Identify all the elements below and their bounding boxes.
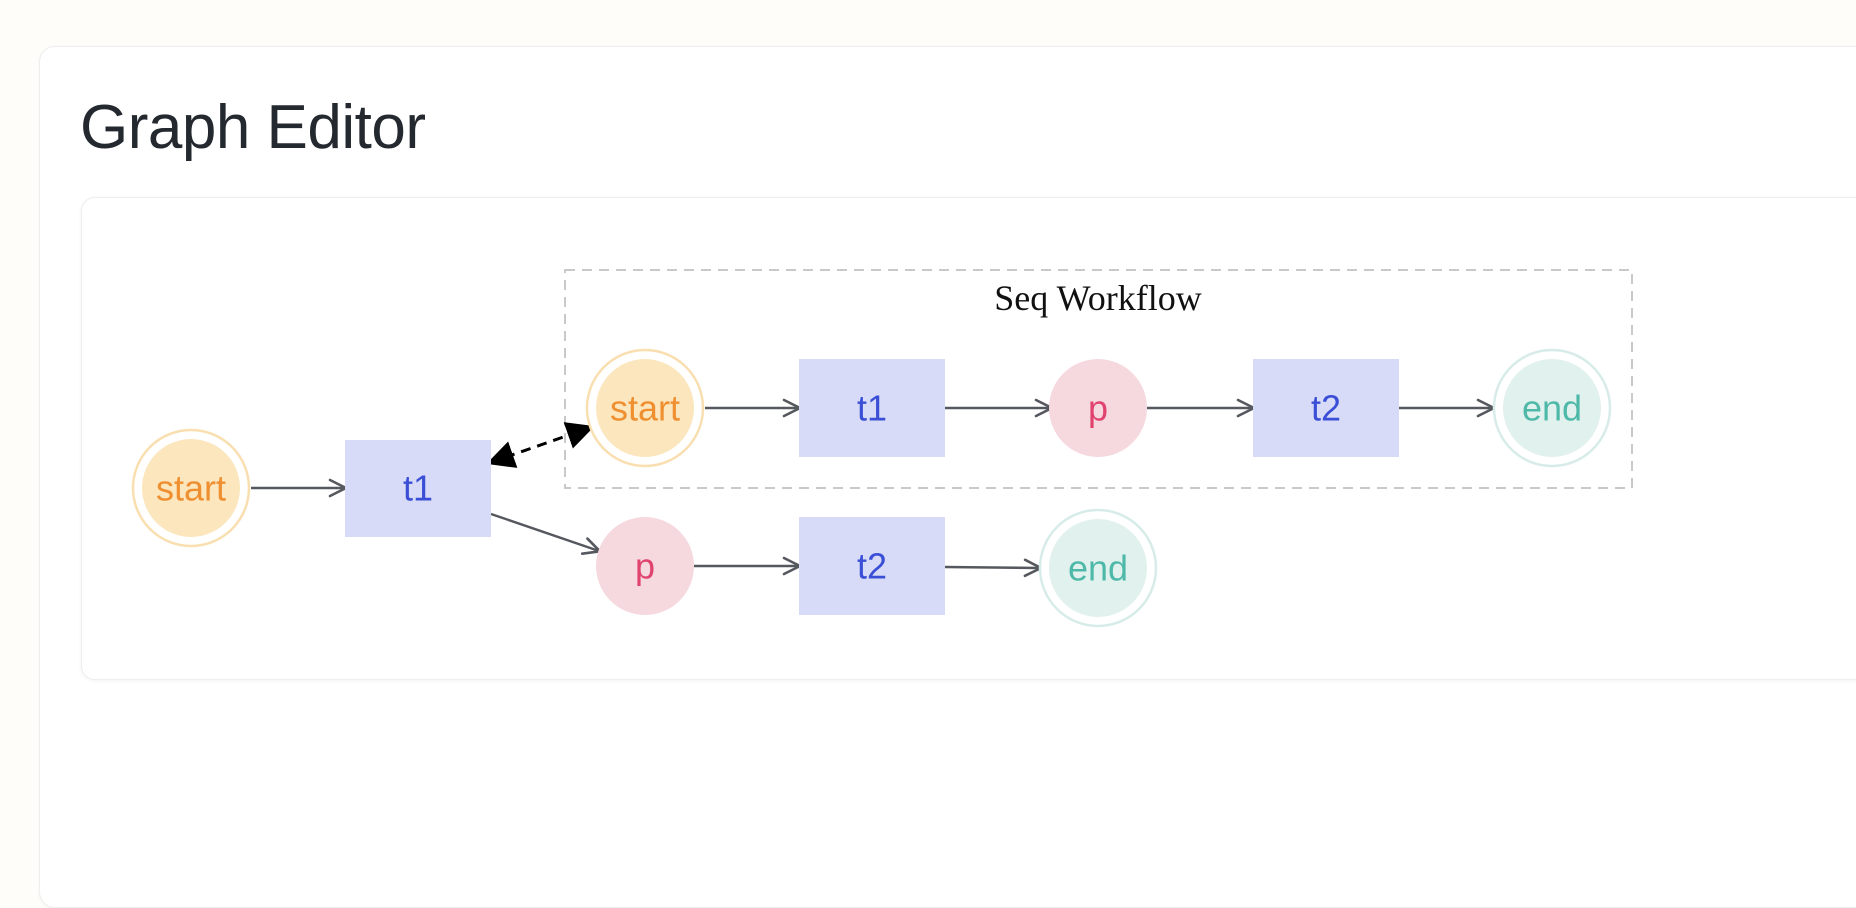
node-main-t2[interactable]: t2 — [799, 517, 945, 615]
edge-main-t1-p[interactable] — [490, 512, 602, 556]
node-label: start — [156, 468, 226, 509]
node-label: start — [610, 388, 680, 429]
graph-diagram[interactable]: Seq Workflow start t1 p t2 end — [0, 0, 1856, 846]
node-seq-t1[interactable]: t1 — [799, 359, 945, 457]
edges — [251, 398, 1496, 578]
node-main-end[interactable]: end — [1038, 508, 1158, 628]
node-label: end — [1068, 548, 1128, 589]
page-title: Graph Editor — [80, 93, 426, 162]
node-label: t1 — [857, 388, 887, 429]
node-seq-t2[interactable]: t2 — [1253, 359, 1399, 457]
group-title: Seq Workflow — [994, 278, 1201, 318]
node-seq-start[interactable]: start — [585, 348, 705, 468]
node-label: t2 — [857, 546, 887, 587]
node-main-start[interactable]: start — [131, 428, 251, 548]
node-label: t2 — [1311, 388, 1341, 429]
node-label: p — [1088, 388, 1108, 429]
node-seq-end[interactable]: end — [1492, 348, 1612, 468]
edge-link-t1-seq-start[interactable] — [486, 422, 595, 468]
node-seq-p[interactable]: p — [1049, 359, 1147, 457]
node-main-p[interactable]: p — [596, 517, 694, 615]
node-label: p — [635, 546, 655, 587]
edge-main-t2-end[interactable] — [944, 558, 1043, 578]
node-main-t1[interactable]: t1 — [345, 440, 491, 537]
node-label: end — [1522, 388, 1582, 429]
seq-workflow-group[interactable]: Seq Workflow — [564, 269, 1633, 489]
node-label: t1 — [403, 468, 433, 509]
